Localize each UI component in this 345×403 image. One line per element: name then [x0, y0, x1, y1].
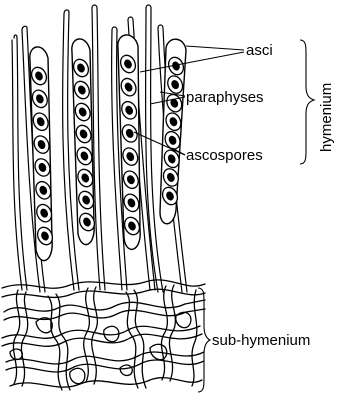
- sub-hymenium-brace: [198, 288, 210, 392]
- leader-asci-2: [140, 52, 244, 72]
- label-ascospores: ascospores: [186, 147, 263, 164]
- label-sub-hymenium: sub-hymenium: [212, 332, 310, 349]
- leader-asci-1: [186, 46, 244, 50]
- hymenium-brace: [300, 40, 314, 164]
- sub-hymenium-mesh: [2, 280, 205, 390]
- asci-sacs: [30, 35, 186, 261]
- labels: asci paraphyses ascospores hymenium sub-…: [186, 42, 335, 349]
- label-paraphyses: paraphyses: [186, 89, 264, 106]
- label-hymenium: hymenium: [318, 83, 335, 152]
- label-asci: asci: [246, 42, 273, 59]
